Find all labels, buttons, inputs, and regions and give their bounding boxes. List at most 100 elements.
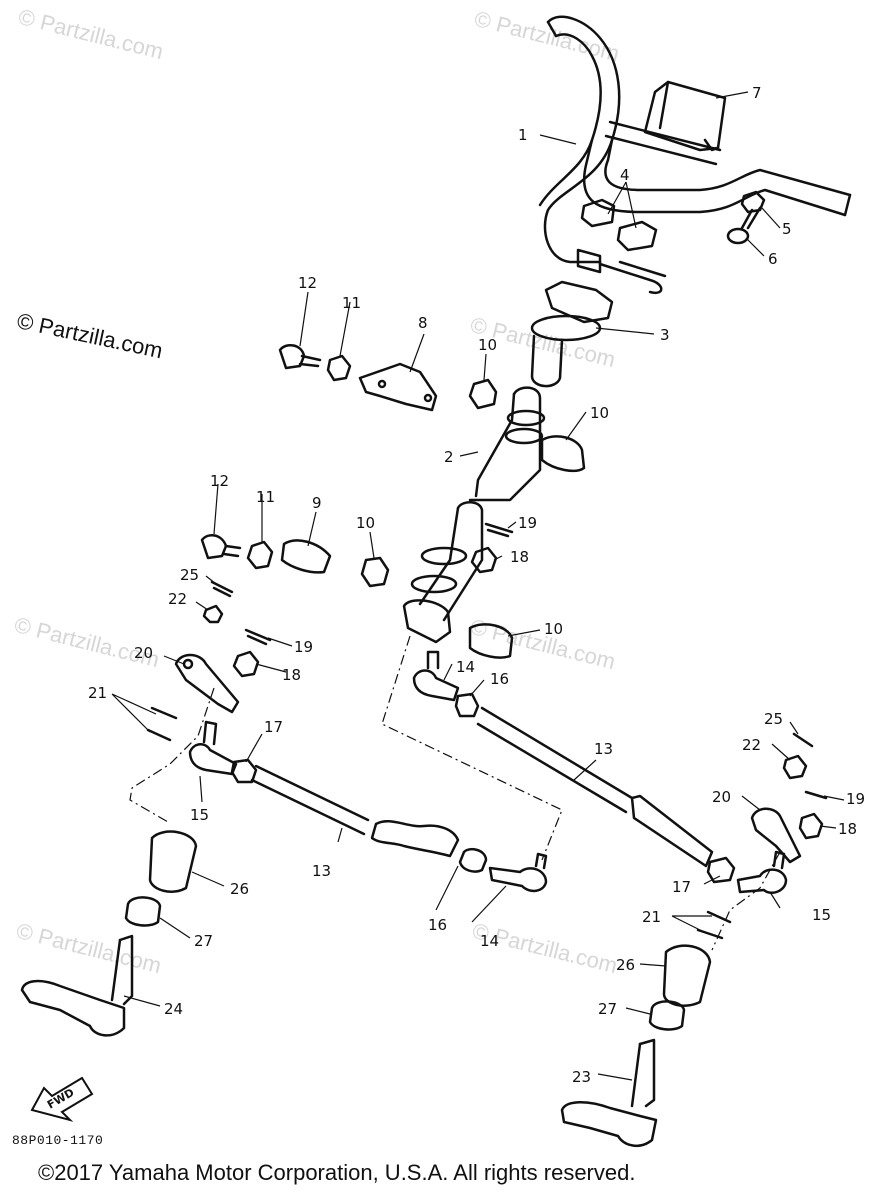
callout-number: 10 — [544, 620, 563, 638]
leader-line — [123, 995, 161, 1007]
callout-number: 23 — [572, 1068, 591, 1086]
callout-number: 26 — [230, 880, 249, 898]
leader-line — [819, 825, 837, 829]
tie-rod-end-part — [412, 650, 460, 702]
leader-line — [435, 865, 459, 911]
steering-knuckle-part — [560, 1038, 658, 1148]
steering-column-bracket-part — [358, 362, 438, 412]
leader-line — [307, 511, 317, 547]
handlebar-holder-part — [580, 198, 658, 252]
bolt-part — [278, 343, 322, 370]
leader-line — [409, 333, 425, 373]
callout-number: 14 — [480, 932, 499, 950]
callout-number: 26 — [616, 956, 635, 974]
leader-line — [245, 733, 263, 763]
leader-line — [163, 655, 185, 665]
nut-part — [470, 546, 498, 574]
callout-number: 13 — [594, 740, 613, 758]
callout-number: 15 — [812, 906, 831, 924]
callout-number: 18 — [510, 548, 529, 566]
callout-number: 21 — [642, 908, 661, 926]
forward-direction-arrow: FWD — [30, 1076, 94, 1122]
lock-nut-part — [454, 692, 480, 718]
leader-line — [745, 237, 765, 257]
handlebar-pad-part — [643, 80, 727, 152]
callout-number: 10 — [590, 404, 609, 422]
leader-line — [789, 721, 799, 735]
nut-part — [246, 540, 274, 570]
leader-line — [741, 795, 761, 811]
callout-number: 13 — [312, 862, 331, 880]
callout-number: 16 — [490, 670, 509, 688]
nut-part — [782, 754, 808, 780]
tie-rod-part — [250, 764, 460, 858]
leader-line — [195, 601, 209, 611]
callout-number: 22 — [742, 736, 761, 754]
callout-number: 18 — [838, 820, 857, 838]
callout-number: 27 — [194, 932, 213, 950]
knuckle-bushing-part — [648, 1000, 686, 1031]
leader-line — [565, 411, 587, 441]
leader-line — [493, 555, 503, 561]
nut-part — [798, 812, 824, 840]
steering-knuckle-part — [20, 934, 134, 1037]
leader-line — [199, 775, 203, 803]
cotter-pin-part — [792, 732, 814, 748]
callout-number: 7 — [752, 84, 762, 102]
tie-rod-end-part — [488, 852, 548, 893]
callout-number: 9 — [312, 494, 322, 512]
leader-line — [205, 575, 217, 585]
tie-rod-end-part — [188, 720, 238, 776]
callout-number: 11 — [342, 294, 361, 312]
leader-line — [761, 207, 781, 229]
leader-line — [639, 963, 667, 967]
leader-line — [573, 759, 597, 781]
callout-number: 25 — [180, 566, 199, 584]
callout-number: 14 — [456, 658, 475, 676]
callout-number: 10 — [356, 514, 375, 532]
bolt-part — [740, 190, 766, 230]
leader-line — [469, 679, 485, 697]
callout-number: 15 — [190, 806, 209, 824]
leader-line — [443, 663, 453, 681]
leader-line — [823, 795, 845, 801]
lock-nut-part — [706, 856, 736, 884]
tie-rod-end-part — [736, 850, 788, 894]
leader-line — [337, 827, 343, 843]
callout-number: 27 — [598, 1000, 617, 1018]
leader-line — [369, 531, 375, 559]
leader-line — [339, 301, 351, 357]
callout-number: 16 — [428, 916, 447, 934]
column-holder-part — [530, 280, 614, 388]
callout-number: 8 — [418, 314, 428, 332]
handlebar-part — [538, 15, 852, 295]
leader-line — [671, 915, 712, 933]
leader-line — [459, 451, 479, 457]
bolt-part — [200, 533, 242, 560]
callout-number: 12 — [210, 472, 229, 490]
assembly-line — [129, 687, 215, 823]
callout-number: 24 — [164, 1000, 183, 1018]
callout-number: 5 — [782, 220, 792, 238]
callout-number: 10 — [478, 336, 497, 354]
dust-seal-part — [148, 830, 198, 893]
cotter-pin-part — [146, 706, 178, 742]
copyright-notice: ©2017 Yamaha Motor Corporation, U.S.A. A… — [38, 1160, 636, 1185]
assembly-line — [711, 851, 781, 951]
leader-line — [771, 743, 791, 761]
leader-line — [213, 483, 219, 535]
leader-line — [111, 693, 157, 733]
dust-seal-part — [662, 944, 712, 1007]
callout-number: 4 — [620, 166, 630, 184]
leader-line — [299, 291, 309, 347]
leader-line — [255, 663, 287, 673]
steering-column-bracket-part — [280, 539, 332, 574]
cotter-pin-part — [244, 628, 272, 646]
callout-number: 1 — [518, 126, 528, 144]
cotter-pin-part — [210, 580, 234, 598]
callout-number: 20 — [134, 644, 153, 662]
nut-part — [202, 604, 224, 624]
callout-number: 19 — [518, 514, 537, 532]
callout-number: 21 — [88, 684, 107, 702]
